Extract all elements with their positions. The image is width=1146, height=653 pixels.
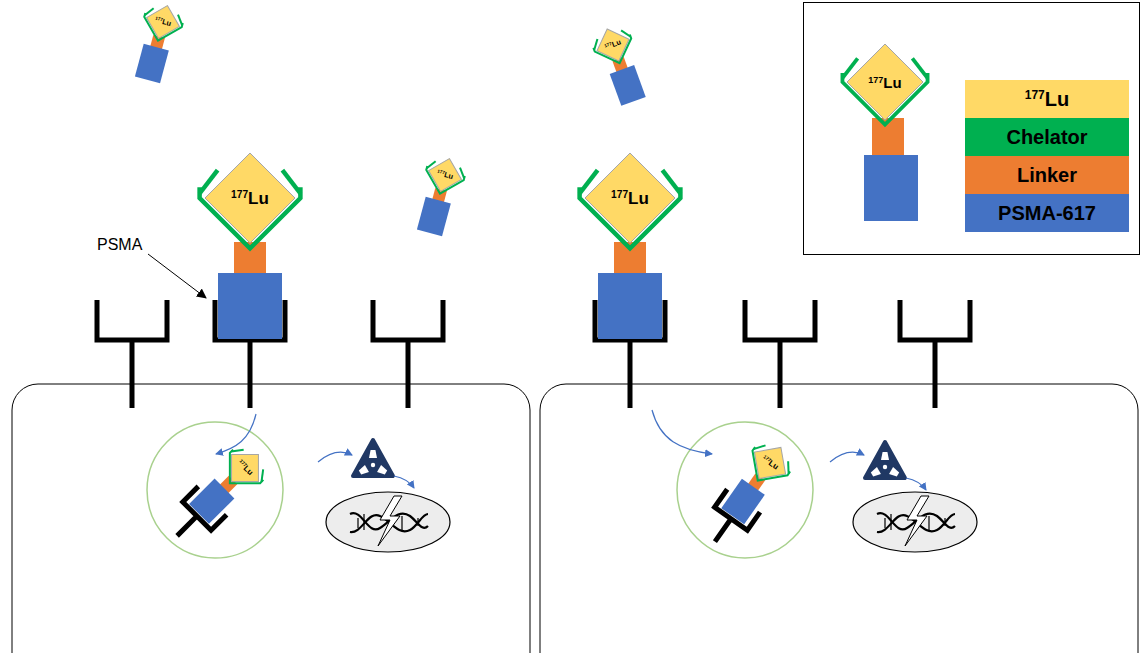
internalization-arrow: [652, 410, 712, 454]
cell-membrane: [12, 384, 530, 653]
emission-arrow: [830, 452, 864, 462]
lutetium-diamond: 177Lu: [424, 154, 466, 196]
lutetium-diamond: 177Lu: [847, 44, 923, 120]
legend-swatch: 177Lu: [965, 80, 1129, 118]
radiation-symbol: [865, 442, 905, 478]
isotope-label: 177Lu: [611, 190, 649, 207]
legend-text: Linker: [1017, 164, 1077, 187]
lutetium-diamond: 177Lu: [591, 23, 635, 67]
ligand-body: [218, 242, 662, 339]
lutetium-diamond: 177Lu: [585, 153, 675, 243]
legend-text: Chelator: [1006, 126, 1087, 149]
emission-arrow: [394, 476, 414, 488]
endosome: [147, 422, 283, 558]
legend-swatch: PSMA-617: [965, 194, 1129, 232]
lutetium-diamond: 177Lu: [205, 153, 295, 243]
cell-membrane: [540, 384, 1138, 653]
legend-text: 177Lu: [1025, 88, 1069, 111]
nucleus-dna: [326, 492, 450, 552]
isotope-label: 177Lu: [231, 190, 269, 207]
isotope-label: 177Lu: [868, 75, 901, 90]
nucleus-dna: [853, 492, 977, 552]
legend-swatch: Linker: [965, 156, 1129, 194]
legend-text: PSMA-617: [998, 202, 1096, 225]
ligand-body: [135, 33, 646, 236]
radiation-symbol: [353, 440, 393, 476]
internalization-arrow: [216, 414, 256, 454]
legend-icon: [864, 118, 918, 221]
leader-line: [148, 254, 206, 298]
emission-arrow: [906, 478, 926, 490]
endosome: [677, 422, 813, 558]
legend-frame: [804, 3, 1140, 255]
part-label: PSMA: [97, 236, 142, 254]
emission-arrow: [318, 452, 352, 462]
legend-swatch: Chelator: [965, 118, 1129, 156]
lutetium-diamond: 177Lu: [142, 1, 184, 43]
